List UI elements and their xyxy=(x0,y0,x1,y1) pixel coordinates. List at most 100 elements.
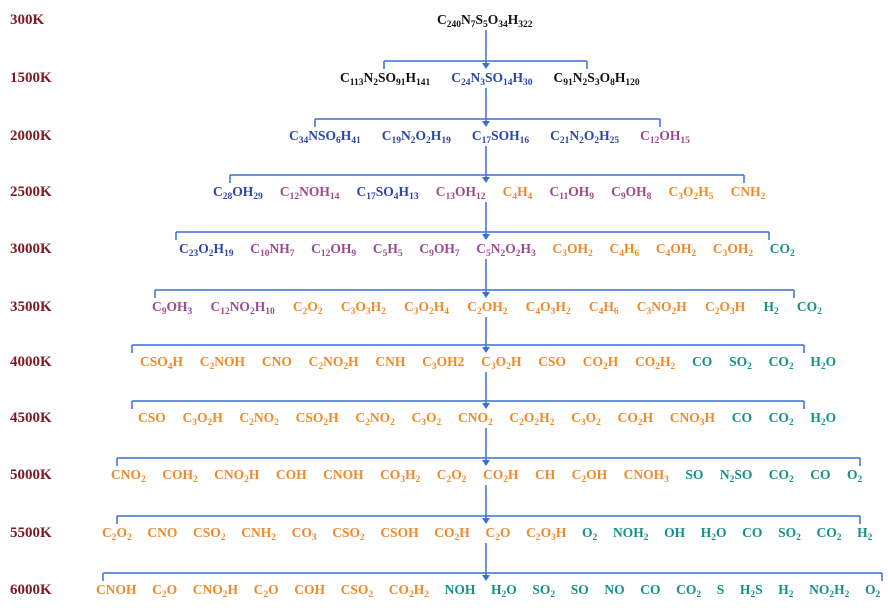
species-formula: CO2H xyxy=(582,354,619,372)
species-formula: CNO2H xyxy=(214,467,260,485)
species-formula: CO3H2 xyxy=(380,467,421,485)
species-formula: CNO xyxy=(147,525,178,540)
species-formula: CO xyxy=(742,525,763,540)
species-formula: H2O xyxy=(810,410,837,428)
species-formula: CNH2 xyxy=(241,525,276,543)
species-formula: CSO2 xyxy=(332,525,365,543)
species-formula: SO xyxy=(570,582,589,597)
species-formula: C2NOH xyxy=(199,354,246,372)
species-formula: H2 xyxy=(778,582,794,600)
species-formula: C12OH9 xyxy=(311,241,357,259)
species-formula: C4H6 xyxy=(609,241,640,259)
species-formula: H2O xyxy=(490,582,517,600)
species-formula: CO3 xyxy=(291,525,317,543)
species-formula: C3O2H xyxy=(182,410,223,428)
species-formula: CNO xyxy=(261,354,292,369)
species-formula: CNO3H xyxy=(669,410,716,428)
species-formula: H2S xyxy=(739,582,763,600)
species-formula: C3O2H4 xyxy=(404,299,450,317)
species-formula: CNO2H xyxy=(192,582,238,600)
branch-connector xyxy=(116,428,861,466)
species-formula: C2OH2 xyxy=(467,299,508,317)
species-formula: C4H6 xyxy=(588,299,619,317)
species-formula: C3O2 xyxy=(411,410,442,428)
species-formula: C2OH xyxy=(571,467,608,485)
species-formula: C2NO2H xyxy=(308,354,359,372)
species-formula: C2O xyxy=(485,525,511,543)
species-formula: C11OH9 xyxy=(549,184,594,202)
branch-connector xyxy=(131,372,805,409)
species-formula: C9OH7 xyxy=(419,241,460,259)
species-formula: NOH xyxy=(444,582,476,597)
species-formula: CNOH xyxy=(96,582,137,597)
branch-connector xyxy=(175,202,770,240)
species-formula: C91N2S3O8H120 xyxy=(553,70,640,88)
species-formula: NO xyxy=(604,582,625,597)
species-formula: C34NSO6H41 xyxy=(289,128,361,146)
species-formula: SO2 xyxy=(532,582,556,600)
species-formula: C2O3H xyxy=(704,299,746,317)
species-formula: C12NOH14 xyxy=(279,184,340,202)
species-formula: SO2 xyxy=(778,525,801,543)
species-formula: C2NO2 xyxy=(355,410,395,428)
species-formula: CO xyxy=(692,354,713,369)
species-formula: CO2 xyxy=(816,525,842,543)
species-formula: C2O xyxy=(152,582,178,600)
species-formula: C2O2H2 xyxy=(509,410,555,428)
temperature-label: 2000K xyxy=(10,128,52,144)
species-formula: C24N3SO14H30 xyxy=(451,70,533,88)
species-formula: H2O xyxy=(810,354,837,372)
species-formula: CO2 xyxy=(676,582,702,600)
species-formula: N2SO xyxy=(719,467,753,485)
species-formula: COH xyxy=(294,582,325,597)
species-formula: CSOH xyxy=(380,525,419,540)
species-formula: C10NH7 xyxy=(250,241,295,259)
species-formula: C2NO2 xyxy=(239,410,279,428)
branch-connector xyxy=(131,317,805,353)
species-formula: SO2 xyxy=(729,354,752,372)
species-formula: H2 xyxy=(763,299,779,317)
species-formula: C9OH8 xyxy=(611,184,652,202)
temperature-label: 4500K xyxy=(10,410,52,426)
species-formula: C12OH15 xyxy=(640,128,690,146)
species-formula: CO2H xyxy=(434,525,470,543)
species-formula: C113N2SO91H141 xyxy=(340,70,431,88)
species-formula: C3NO2H xyxy=(636,299,687,317)
branch-connector xyxy=(154,259,795,298)
species-row: C113N2SO91H141 C24N3SO14H30 C91N2S3O8H120 xyxy=(340,69,640,88)
species-formula: C3OH2 xyxy=(712,241,754,259)
species-formula: CNOH3 xyxy=(623,467,669,485)
species-formula: CO xyxy=(731,410,752,425)
species-formula: COH xyxy=(275,467,307,482)
species-formula: H2 xyxy=(857,525,873,543)
species-formula: CNO2 xyxy=(457,410,493,428)
species-formula: C4OH2 xyxy=(655,241,697,259)
temperature-label: 4000K xyxy=(10,354,52,370)
species-formula: C3O2H xyxy=(481,354,522,372)
branch-connector xyxy=(102,543,883,581)
species-formula: C12NO2H10 xyxy=(210,299,275,317)
species-formula: C28OH29 xyxy=(213,184,263,202)
species-formula: CNO2 xyxy=(111,467,146,485)
species-formula: CNOH xyxy=(323,467,364,482)
temperature-label: 3000K xyxy=(10,241,52,257)
species-formula: CSO4H xyxy=(140,354,184,372)
species-formula: CNH2 xyxy=(730,184,766,202)
species-formula: CO2H xyxy=(617,410,654,428)
species-formula: H2O xyxy=(700,525,727,543)
species-formula: CO2 xyxy=(768,467,794,485)
temperature-label: 6000K xyxy=(10,582,52,598)
temperature-label: 5000K xyxy=(10,467,52,483)
species-formula: C5N2O2H3 xyxy=(476,241,536,259)
species-formula: CSO2 xyxy=(340,582,374,600)
temperature-label: 1500K xyxy=(10,70,52,86)
species-formula: CO2 xyxy=(768,354,794,372)
